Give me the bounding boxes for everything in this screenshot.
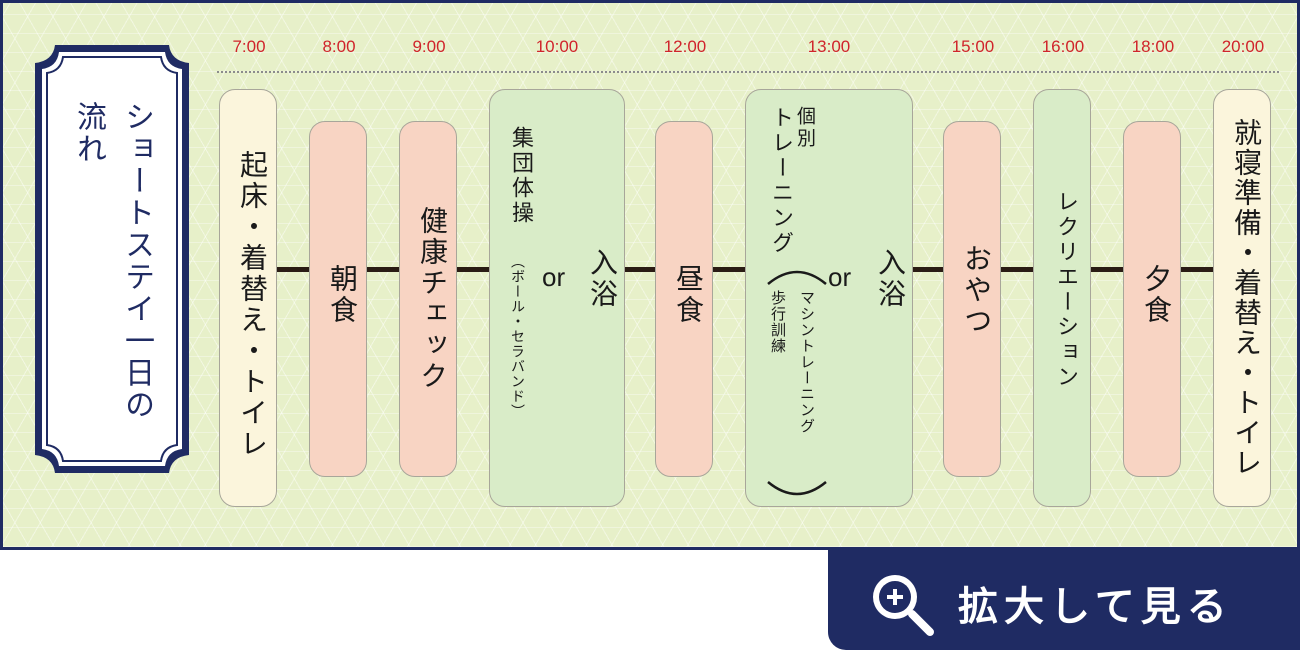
activity-training-or-bath: 個別 トレーニング マシントレーニング 歩行訓練 or 入浴 <box>745 89 913 507</box>
zoom-in-icon <box>873 575 934 636</box>
activity-label: 起床・着替え・トイレ <box>236 150 269 460</box>
time-label: 16:00 <box>1041 37 1085 56</box>
page-title: ショートステイ一日の流れ <box>71 101 154 421</box>
activity-sublabel: （ボール・セラバンド） <box>509 254 525 419</box>
activity-sublabel: 歩行訓練 <box>769 290 787 354</box>
bracket-icon <box>767 270 827 496</box>
time-label: 15:00 <box>951 37 995 56</box>
or-label: or <box>828 262 852 292</box>
activity-label: トレーニング <box>768 106 793 256</box>
activity-label: 集団体操 <box>508 126 533 226</box>
activity-dinner: 夕食 <box>1123 121 1181 477</box>
activity-snack: おやつ <box>943 121 1001 477</box>
activity-label: 朝食 <box>326 264 359 326</box>
time-label: 20:00 <box>1221 37 1265 56</box>
activity-label: 健康チェック <box>416 206 449 392</box>
activity-lunch: 昼食 <box>655 121 713 477</box>
title-card: ショートステイ一日の流れ <box>33 43 191 475</box>
time-label: 13:00 <box>807 37 851 56</box>
zoom-button-label: 拡大して見る <box>958 584 1233 630</box>
activity-label: レクリエーション <box>1053 190 1078 390</box>
activity-label: 入浴 <box>586 248 619 310</box>
activity-label: 個別 <box>794 106 816 150</box>
or-label: or <box>542 262 566 292</box>
dotted-divider <box>217 71 1279 73</box>
time-label: 9:00 <box>412 37 446 56</box>
activity-label: 昼食 <box>672 264 705 326</box>
schedule-panel: ショートステイ一日の流れ 7:00 8:00 9:00 10:00 12:00 … <box>0 0 1300 550</box>
title-frame <box>35 45 189 473</box>
activity-sublabel: マシントレーニング <box>798 290 816 434</box>
activity-recreation: レクリエーション <box>1033 89 1091 507</box>
activity-label: 入浴 <box>874 248 907 310</box>
time-label: 12:00 <box>663 37 707 56</box>
activity-label: 夕食 <box>1140 264 1173 326</box>
activity-health-check: 健康チェック <box>399 121 457 477</box>
activity-bedtime: 就寝準備・着替え・トイレ <box>1213 89 1271 507</box>
activity-wakeup: 起床・着替え・トイレ <box>219 89 277 507</box>
activity-label: おやつ <box>960 244 993 337</box>
activity-label: 就寝準備・着替え・トイレ <box>1230 118 1263 478</box>
activity-breakfast: 朝食 <box>309 121 367 477</box>
activity-exercise-or-bath: 集団体操 （ボール・セラバンド） or 入浴 <box>489 89 625 507</box>
time-label: 7:00 <box>232 37 266 56</box>
zoom-button[interactable]: 拡大して見る <box>828 548 1300 650</box>
time-label: 8:00 <box>322 37 356 56</box>
time-label: 18:00 <box>1131 37 1175 56</box>
time-label: 10:00 <box>535 37 579 56</box>
